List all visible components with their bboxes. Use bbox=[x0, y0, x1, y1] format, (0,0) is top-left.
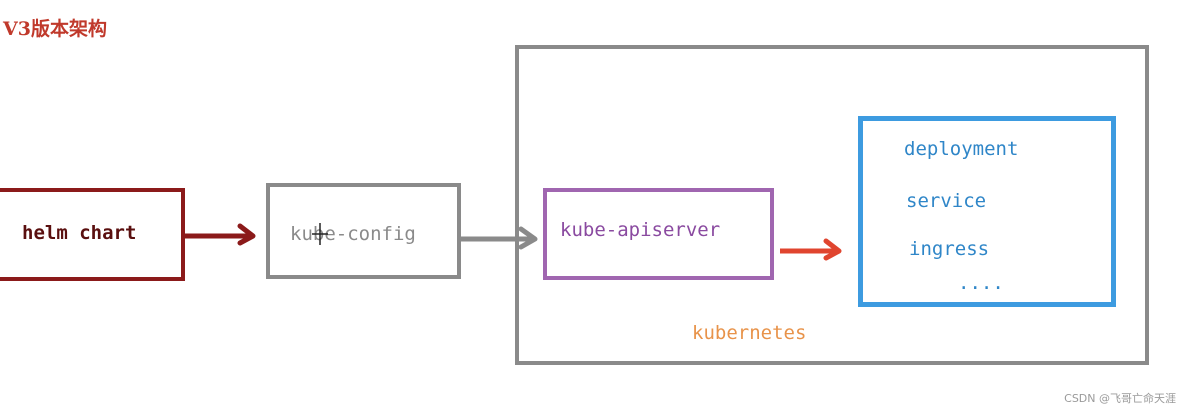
resource-ingress-label: ingress bbox=[909, 238, 990, 260]
resources-box bbox=[858, 116, 1116, 307]
helm-chart-box bbox=[0, 188, 185, 281]
arrow-api-to-resources bbox=[780, 238, 842, 261]
kube-config-label: kube-config bbox=[290, 223, 416, 245]
kube-config-box bbox=[266, 183, 461, 279]
crosshair-cursor-icon bbox=[312, 223, 328, 245]
kubernetes-box bbox=[515, 45, 1149, 365]
arrow-helm-to-config bbox=[185, 223, 256, 246]
diagram-title: V3版本架构 bbox=[3, 18, 107, 40]
helm-chart-label: helm chart bbox=[22, 222, 137, 244]
kube-apiserver-label: kube-apiserver bbox=[560, 219, 721, 241]
resource-deployment-label: deployment bbox=[904, 138, 1019, 160]
kube-apiserver-box bbox=[543, 188, 774, 280]
csdn-watermark: CSDN @飞哥亡命天涯 bbox=[1064, 392, 1176, 405]
resource-ellipsis-label: .... bbox=[958, 272, 1004, 294]
resource-service-label: service bbox=[906, 190, 987, 212]
arrow-config-to-api bbox=[461, 226, 538, 250]
kubernetes-label: kubernetes bbox=[692, 322, 807, 344]
